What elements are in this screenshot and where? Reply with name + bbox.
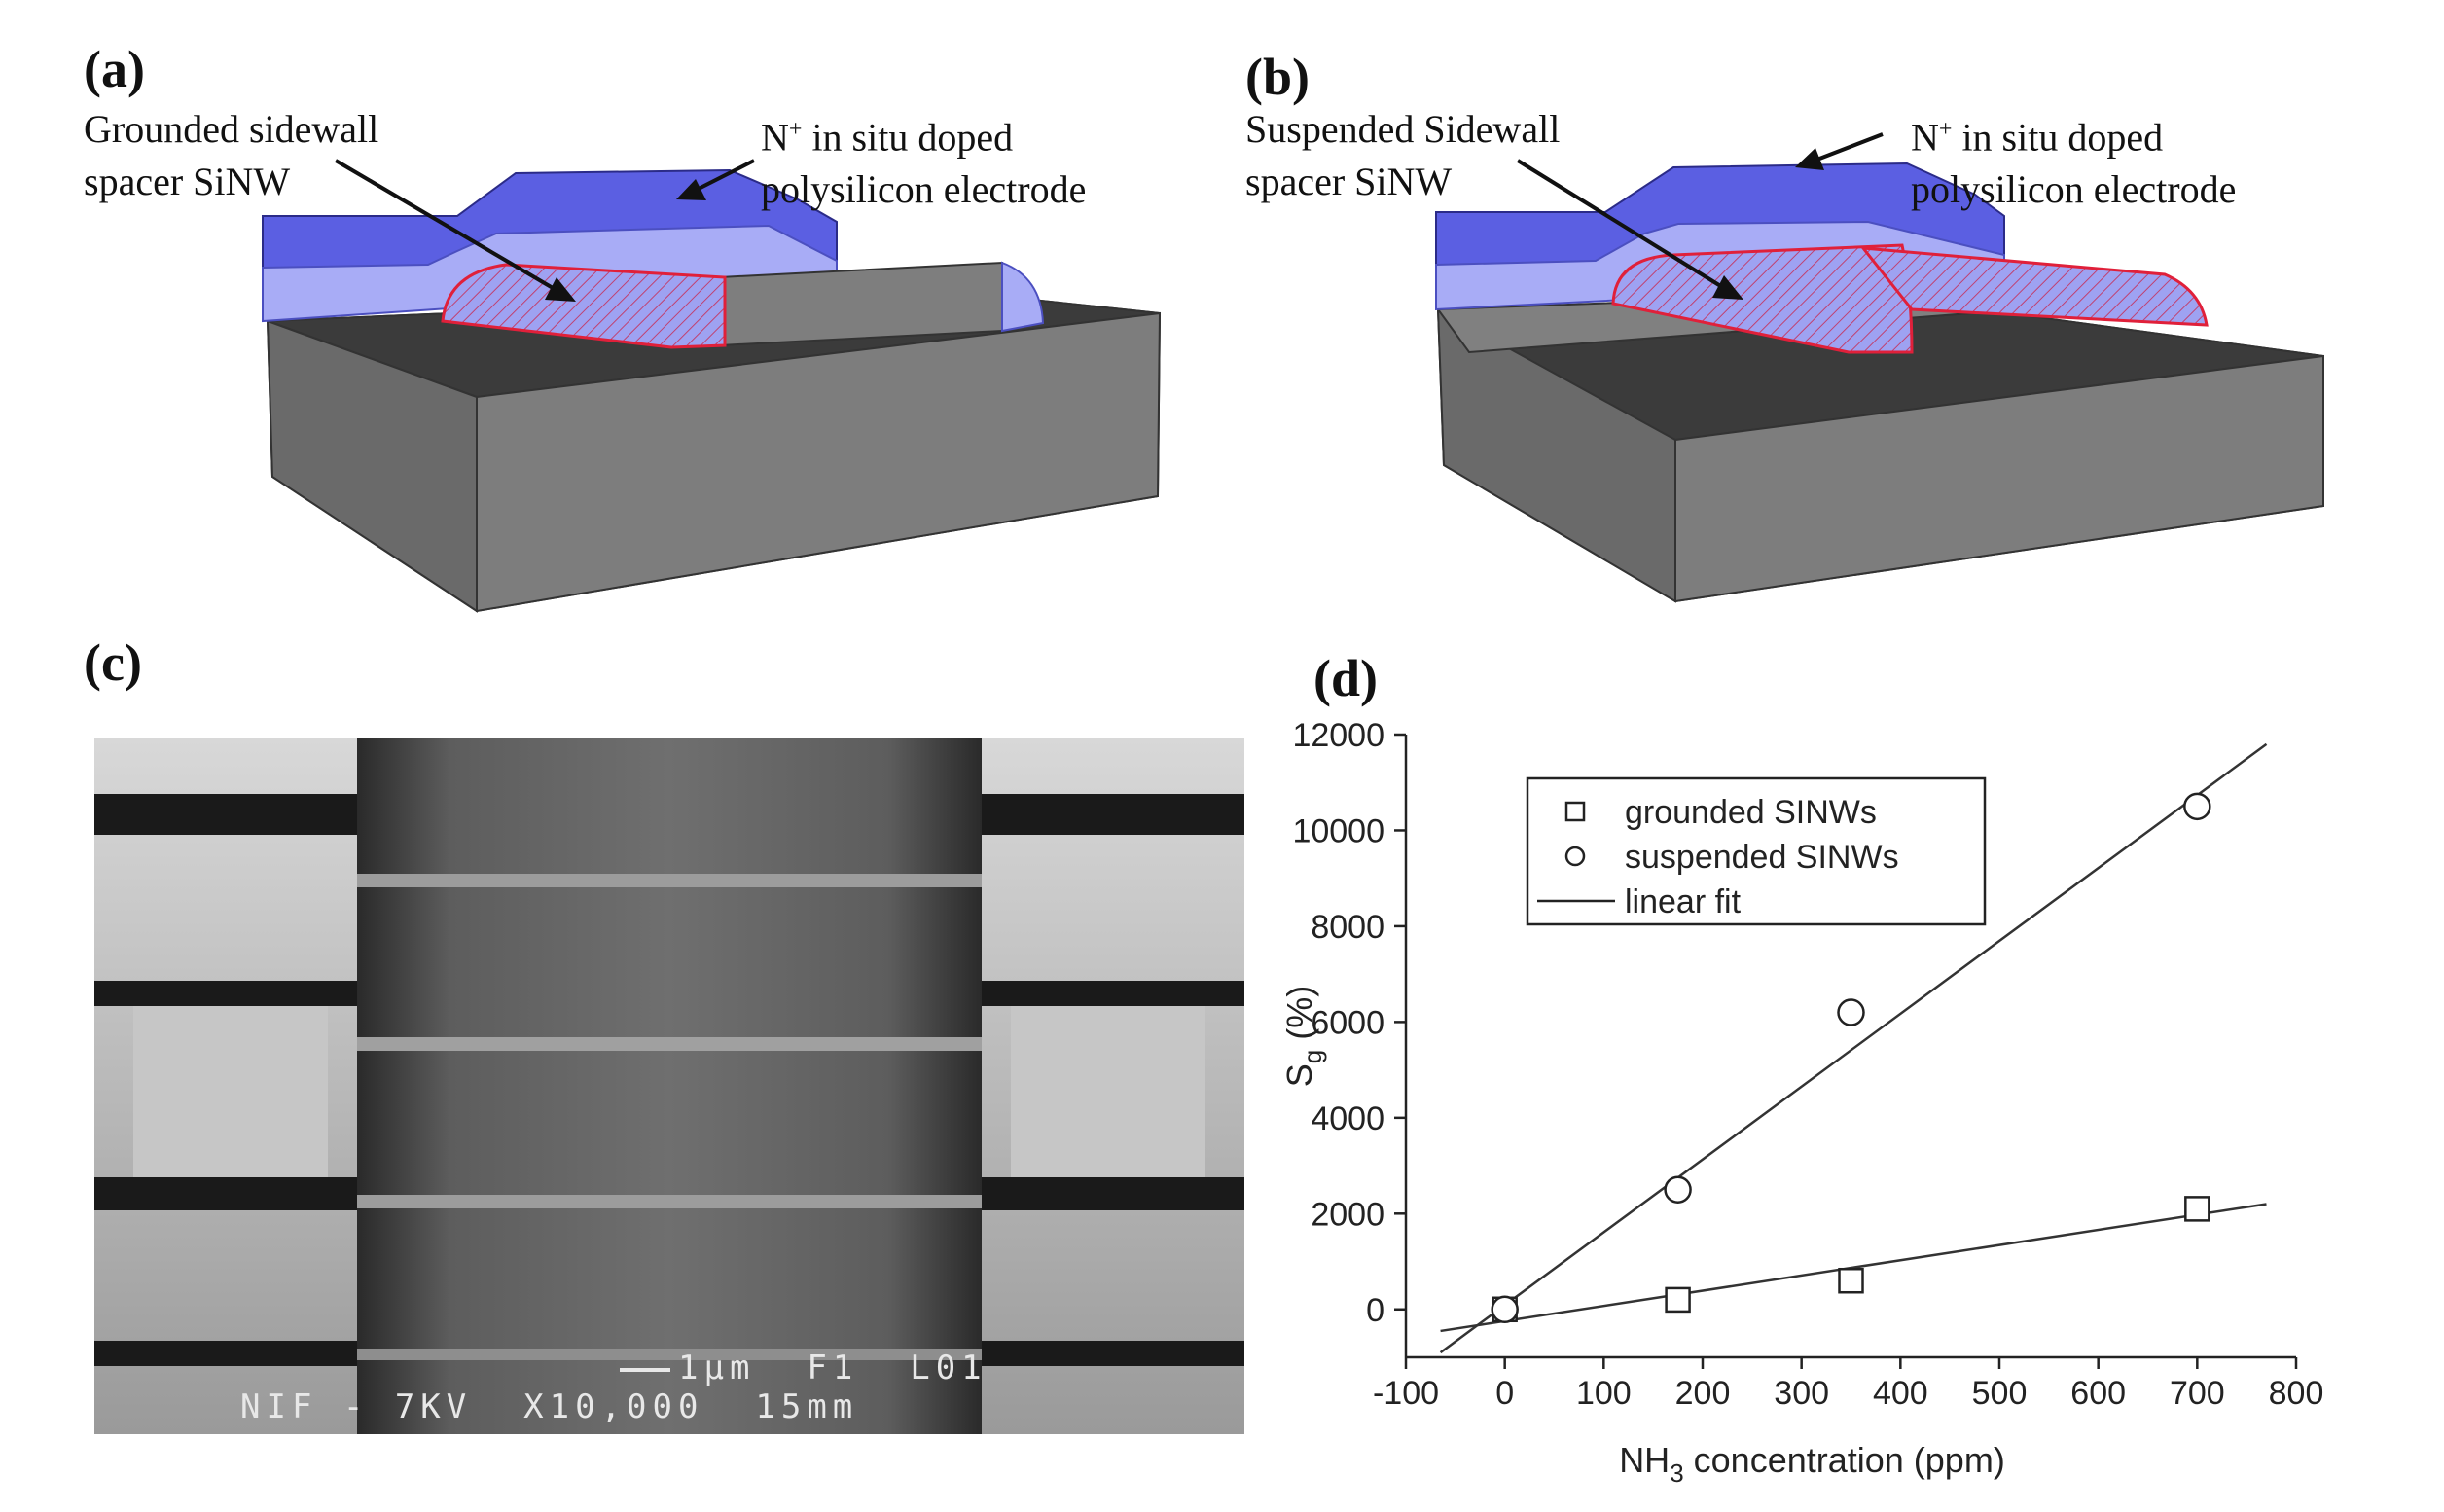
x-tick-label: 600 [2070,1375,2126,1412]
annotation-b-right: N+ in situ doped polysilicon electrode [1911,103,2236,216]
panel-b-label: (b) [1245,48,1310,106]
nanowire-suspended-2 [1859,246,2209,327]
panel-c-label: (c) [84,633,142,692]
x-tick-label: 800 [2269,1375,2324,1412]
suspended-point [1664,1175,1692,1204]
nanowire-3 [357,1195,982,1208]
legend-label: linear fit [1625,883,1742,920]
y-tick-label: 4000 [1311,1100,1384,1137]
x-tick-label: 400 [1873,1375,1928,1412]
substrate-side-b [1436,307,1676,603]
arrow-electrode-b [1814,132,1884,162]
y-tick-label: 10000 [1292,812,1384,849]
x-tick-label: 100 [1576,1375,1632,1412]
arrow-head-b2 [1795,148,1824,170]
annotation-a-left: Grounded sidewall spacer SiNW [84,103,378,208]
annotation-a-right-line1: N+ in situ doped [761,115,1014,160]
annotation-a-left-line2: spacer SiNW [84,160,291,203]
legend-label: suspended SINWs [1625,839,1899,876]
nanowire-end [1001,261,1045,333]
linear-fit-line-2 [1440,1203,2267,1333]
y-axis-label: Sg (%) [1279,986,1327,1087]
legend-circle-marker [1564,846,1586,867]
annotation-b-left-line1: Suspended Sidewall [1245,107,1561,151]
y-tick-label: 2000 [1311,1196,1384,1233]
grounded-point [1665,1286,1691,1314]
y-tick-label: 0 [1366,1292,1384,1329]
nanowire-2 [357,1037,982,1051]
y-tick-label: 12000 [1292,717,1384,754]
arrow-nanowire-a [334,159,561,294]
sem-info-label: NIF - 7KV X10,000 15mm [240,1387,859,1426]
annotation-b-right-line1: N+ in situ doped [1911,115,2164,160]
panel-d-label: (d) [1313,649,1378,707]
y-tick-label: 6000 [1311,1004,1384,1041]
arrow-electrode-a [690,159,755,195]
nanowire-1 [357,874,982,887]
legend-square-marker [1564,801,1586,822]
x-tick-label: 700 [2170,1375,2225,1412]
arrow-head-b1 [1712,275,1743,300]
sem-scale-label: 1µm F1 L01 [678,1349,988,1387]
grounded-point [2184,1196,2210,1222]
annotation-a-right-line2: polysilicon electrode [761,167,1087,212]
suspended-point [2183,792,2211,821]
x-tick-label: -100 [1373,1375,1439,1412]
panel-a-label: (a) [84,40,145,98]
x-axis-label: NH3 concentration (ppm) [1619,1440,2005,1488]
trench [357,738,982,1434]
sem-image [94,738,1244,1434]
linear-fit-line-1 [1439,742,2268,1354]
x-tick-label: 0 [1495,1375,1514,1412]
arrow-nanowire-b [1516,159,1729,292]
sem-micrograph: 1µm F1 L01 NIF - 7KV X10,000 15mm [94,738,1244,1434]
nanowire-grounded [441,263,727,349]
suspended-point [1491,1295,1519,1324]
substrate-side [266,319,478,613]
annotation-a-right: N+ in situ doped polysilicon electrode [761,103,1086,216]
suspended-point [1837,998,1865,1026]
arrow-head-a1 [545,277,576,302]
panel-b-diagram [1435,132,2324,603]
y-tick-label: 8000 [1311,909,1384,946]
x-tick-label: 500 [1972,1375,2028,1412]
panel-a-diagram [262,159,1162,613]
x-tick-label: 200 [1675,1375,1731,1412]
nanowire-suspended-1 [1611,243,1914,354]
arrow-head-a2 [676,179,706,200]
annotation-a-left-line1: Grounded sidewall [84,107,379,151]
annotation-b-left: Suspended Sidewall spacer SiNW [1245,103,1560,208]
scale-bar [620,1368,670,1372]
annotation-b-right-line2: polysilicon electrode [1911,167,2237,212]
legend-label: grounded SINWs [1625,794,1877,831]
nanowire-4 [357,1349,982,1360]
x-tick-label: 300 [1774,1375,1829,1412]
grounded-point [1838,1267,1864,1294]
annotation-b-left-line2: spacer SiNW [1245,160,1453,203]
